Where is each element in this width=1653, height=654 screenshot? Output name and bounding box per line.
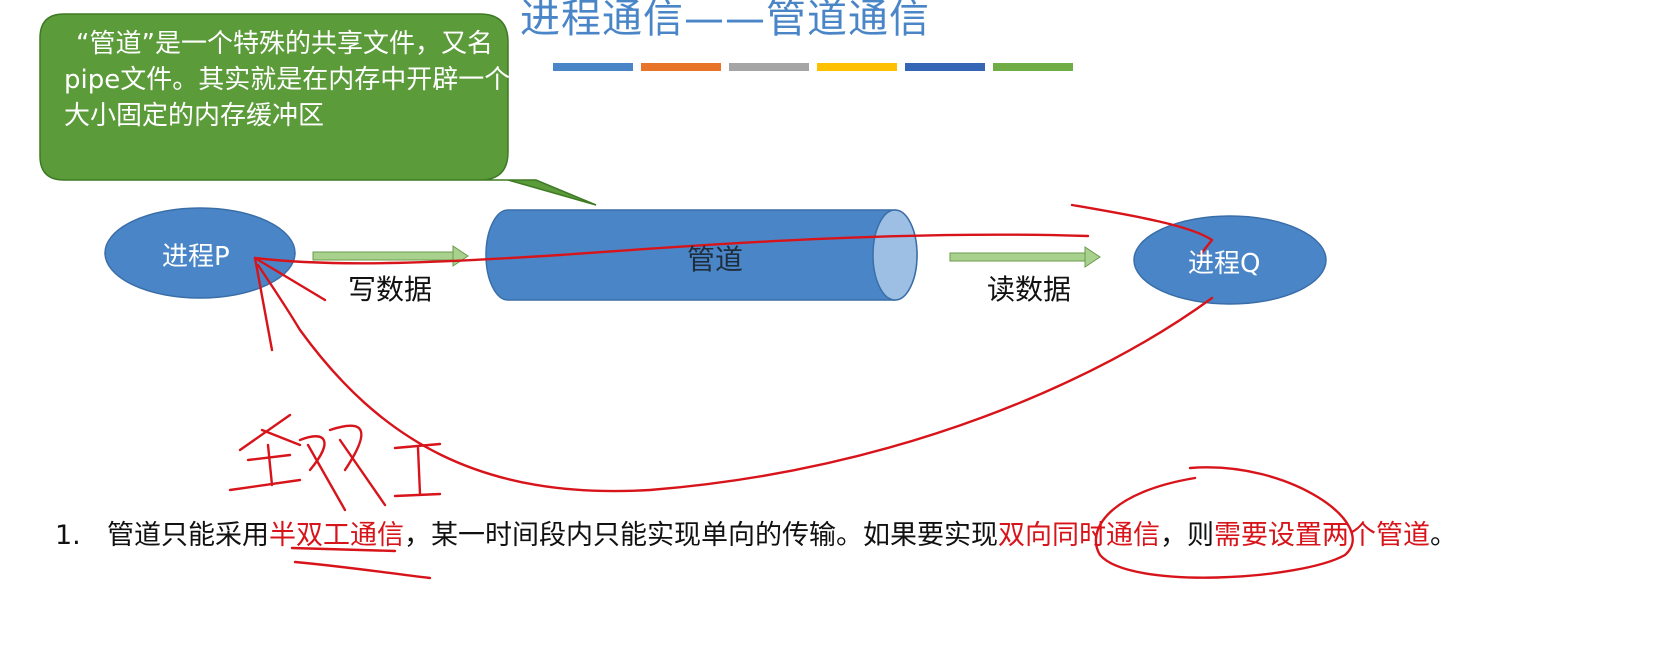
process-p-label: 进程P	[162, 242, 230, 272]
read-data-label: 读数据	[987, 273, 1072, 306]
handwritten-annotations	[228, 203, 1354, 580]
bullet-highlight-text: 双向同时通信	[998, 520, 1160, 551]
underline-stroke-2	[293, 560, 432, 580]
q-hook-stroke	[1070, 203, 1214, 257]
arrowhead-stroke-2	[253, 256, 274, 352]
process-p-node	[104, 207, 296, 299]
title-color-bar-6	[993, 63, 1073, 71]
callout-text: “管道”是一个特殊的共享文件，又名pipe文件。其实就是在内存中开辟一个大小固定…	[64, 29, 511, 131]
title-color-bar-2	[641, 63, 721, 71]
reverse-direction-stroke	[253, 233, 1090, 265]
circle-stroke	[1094, 466, 1354, 579]
bullet-highlight-text: 半双工通信	[269, 520, 404, 551]
process-q-node	[1133, 215, 1327, 305]
slide-title: 进程通信——管道通信	[520, 0, 930, 42]
arrowhead-stroke-1	[253, 256, 327, 302]
underline-stroke-1	[290, 546, 397, 553]
write-data-label: 写数据	[348, 273, 433, 306]
bullet-text: 。	[1430, 520, 1457, 551]
bullet-text: ，则	[1160, 520, 1214, 551]
bullet-text: 管道只能采用	[107, 520, 269, 551]
title-color-bar-4	[817, 63, 897, 71]
bullet-body: 管道只能采用半双工通信，某一时间段内只能实现单向的传输。如果要实现双向同时通信，…	[107, 517, 1617, 554]
callout-bubble	[39, 13, 597, 206]
title-color-bar-1	[553, 63, 633, 71]
read-arrow	[949, 246, 1101, 268]
title-color-bars	[553, 63, 1073, 73]
handwritten-quanshuanggong	[228, 413, 442, 512]
process-q-label: 进程Q	[1188, 249, 1261, 279]
bullet-highlight-text: 需要设置两个管道	[1214, 520, 1430, 551]
title-color-bar-3	[729, 63, 809, 71]
title-color-bar-5	[905, 63, 985, 71]
pipe-cylinder	[485, 209, 918, 301]
pipe-label: 管道	[687, 243, 744, 276]
return-arc-stroke	[256, 263, 1214, 493]
bullet-text: ，某一时间段内只能实现单向的传输。如果要实现	[404, 520, 998, 551]
bullet-number: 1.	[55, 520, 81, 551]
